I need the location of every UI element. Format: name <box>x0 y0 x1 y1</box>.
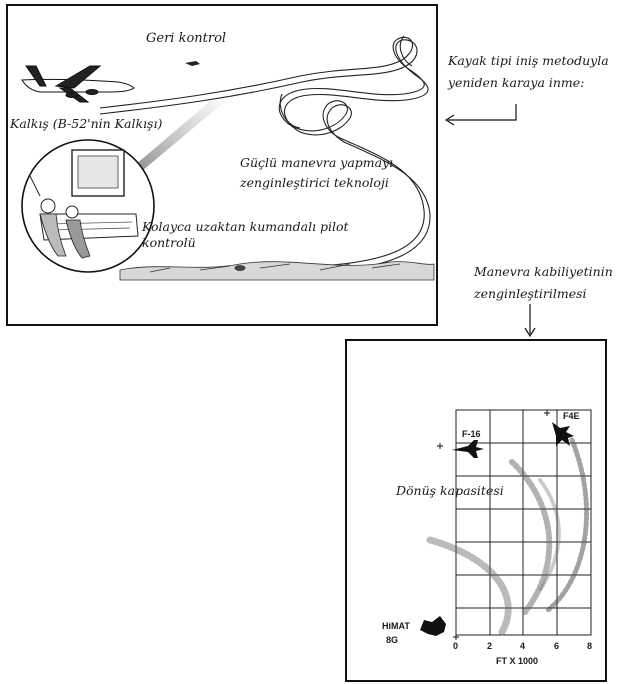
tick-6: 6 <box>554 641 560 651</box>
f16-jet-icon <box>452 440 484 458</box>
label-guclu-1: Güçlü manevra yapmayı <box>240 155 394 170</box>
note-manevra-2: zenginleştirilmesi <box>474 286 587 301</box>
cockpit-vignette <box>21 139 155 273</box>
label-guclu-2: zenginleştirici teknoloji <box>240 175 389 190</box>
terrain <box>119 261 435 281</box>
label-kalkis: Kalkış (B-52'nin Kalkışı) <box>10 116 163 131</box>
label-donus-kapasitesi: Dönüş kapasitesi <box>396 483 504 498</box>
small-aircraft-icon <box>185 61 200 66</box>
flight-path <box>99 35 431 279</box>
b52-airplane-icon <box>21 65 135 103</box>
arrow-to-top-panel-icon <box>444 104 517 126</box>
tick-4: 4 <box>520 641 526 651</box>
label-himat: HiMAT <box>382 621 410 631</box>
f4e-jet-icon <box>552 422 574 446</box>
label-kolayca-1: Kolayca uzaktan kumandalı pilot <box>142 219 349 234</box>
plus-markers <box>437 410 550 640</box>
label-f16: F-16 <box>462 429 481 439</box>
axis-label: FT X 1000 <box>496 656 539 666</box>
note-manevra-1: Manevra kabiliyetinin <box>474 264 613 279</box>
bottom-panel <box>345 339 607 682</box>
tick-0: 0 <box>453 641 459 651</box>
tick-2: 2 <box>487 641 493 651</box>
note-kayak-2: yeniden karaya inme: <box>448 75 585 90</box>
note-kayak-1: Kayak tipi iniş metoduyla <box>448 53 609 68</box>
top-panel <box>6 4 438 326</box>
label-kolayca-2: kontrolü <box>142 235 196 250</box>
tick-8: 8 <box>587 641 593 651</box>
arrow-to-bottom-panel-icon <box>524 304 536 338</box>
label-f4e: F4E <box>563 411 580 421</box>
turn-arcs <box>426 437 590 636</box>
label-geri-kontrol: Geri kontrol <box>146 31 227 46</box>
himat-jet-icon <box>420 616 446 636</box>
label-8g: 8G <box>386 635 399 645</box>
